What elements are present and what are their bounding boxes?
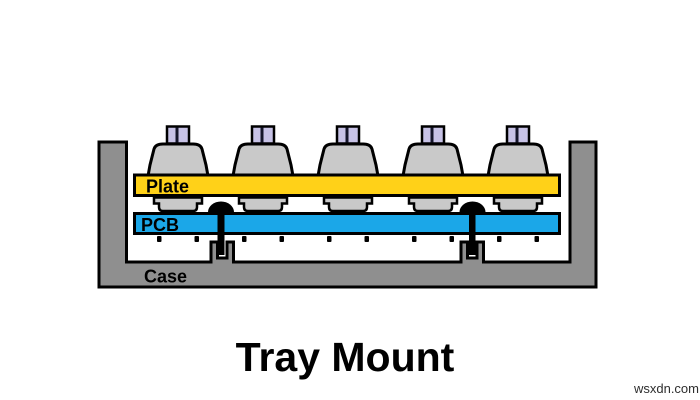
switch-pin — [449, 236, 454, 242]
switch-lower-housing — [237, 196, 289, 213]
case-shape — [97, 140, 598, 289]
switch-pin — [497, 236, 502, 242]
switch-pin — [412, 236, 417, 242]
switch-lower-housing — [407, 196, 459, 213]
pcb-label: PCB — [141, 215, 179, 235]
watermark: wsxdn.com — [633, 381, 699, 396]
switch-foot — [272, 210, 277, 214]
switch-pin — [279, 236, 284, 242]
plate-label: Plate — [146, 177, 189, 197]
switch-pin — [194, 236, 199, 242]
switch-stem-divider — [260, 127, 264, 143]
switch-foot — [419, 210, 424, 214]
switch-upper-housing — [401, 142, 465, 178]
case-label: Case — [144, 267, 187, 287]
keyboard-switch-5 — [486, 125, 550, 242]
switch-foot — [187, 210, 192, 214]
mounting-screw-1 — [208, 201, 234, 255]
switch-foot — [504, 210, 509, 214]
switch-upper-housing — [486, 142, 550, 178]
switch-lower-housing — [492, 196, 544, 213]
pcb-layer — [133, 212, 561, 235]
switch-upper-housing — [316, 142, 380, 178]
screw-shaft — [469, 205, 476, 255]
switch-upper-housing — [231, 142, 295, 178]
switch-pin — [364, 236, 369, 242]
keyboard-switch-1 — [146, 125, 210, 242]
switch-pin — [534, 236, 539, 242]
switch-lower-housing — [322, 196, 374, 213]
keyboard-switch-3 — [316, 125, 380, 242]
switch-stem-divider — [175, 127, 179, 143]
switch-foot — [442, 210, 447, 214]
switch-pin — [327, 236, 332, 242]
screw-head — [208, 201, 234, 212]
diagram-title: Tray Mount — [236, 334, 455, 380]
switch-stem-divider — [345, 127, 349, 143]
switches — [146, 125, 550, 242]
switch-foot — [527, 210, 532, 214]
plate-layer — [133, 173, 561, 197]
screw-head — [459, 201, 486, 212]
switch-foot — [334, 210, 339, 214]
switch-foot — [164, 210, 169, 214]
switch-stem-divider — [430, 127, 434, 143]
keyboard-switch-4 — [401, 125, 465, 242]
switch-pin — [242, 236, 247, 242]
switch-stem-divider — [515, 127, 519, 143]
switch-foot — [249, 210, 254, 214]
switch-upper-housing — [146, 142, 210, 178]
screw-shaft — [217, 205, 225, 255]
switch-pin — [157, 236, 162, 242]
switch-foot — [357, 210, 362, 214]
keyboard-switch-2 — [231, 125, 295, 242]
switch-lower-housing — [152, 196, 204, 213]
mounting-screw-2 — [459, 201, 486, 255]
